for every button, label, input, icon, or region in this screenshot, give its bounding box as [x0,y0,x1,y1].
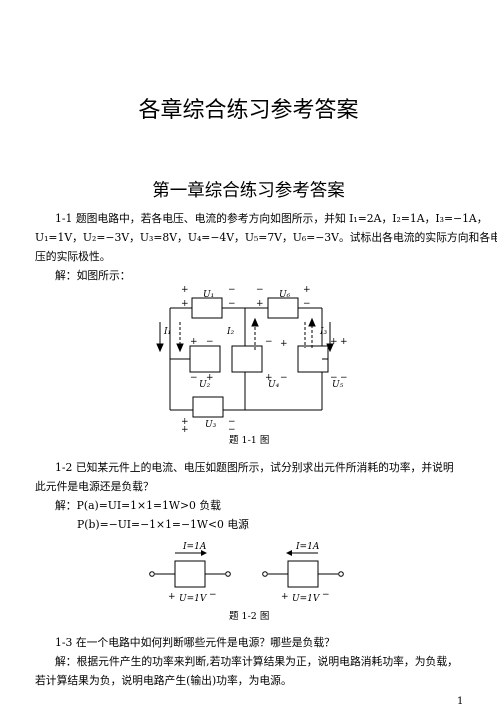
svg-text:+: + [256,299,264,309]
svg-text:+: + [168,592,176,602]
svg-text:+: + [181,417,189,427]
label-u1: U₁ [203,290,214,300]
figure-1-1-caption: 题 1-1 图 [229,435,270,446]
svg-text:−: − [206,337,214,347]
current-label-a: I=1A [182,542,207,552]
page-title: 各章综合练习参考答案 [138,98,359,123]
svg-text:−: − [280,373,288,383]
figure-1-2-caption: 题 1-2 图 [229,611,270,622]
element-u1-box [191,297,223,319]
label-u5: U₅ [332,380,344,390]
label-i3: I₃ [319,327,328,337]
svg-text:−: − [190,373,198,383]
svg-text:+: + [206,373,214,383]
q3-line-1: 1-3 在一个电路中如何判断哪些元件是电源？哪些是负载？ [55,636,335,649]
element-u2-box [189,345,221,373]
label-i2: I₂ [226,327,235,337]
voltage-label-a: U=1V [179,594,208,604]
svg-text:+: + [181,425,189,435]
svg-text:−: − [228,299,236,309]
current-arrow-a [201,550,207,556]
q1-answer: 解：如图所示： [55,269,131,282]
svg-text:+: + [281,592,289,602]
svg-text:+: + [190,337,198,347]
svg-text:−: − [265,337,273,347]
current-label-b: I=1A [295,542,320,552]
q2-answer-b: P(b)=−UI=−1×1=−1W<0 电源 [77,518,249,531]
svg-text:+: + [280,339,288,349]
element-u6-box [267,297,299,319]
element-u3-box [192,396,224,418]
q2-line-2: 此元件是电源还是负载？ [35,480,154,493]
svg-text:+: + [181,299,189,309]
q3-line-3: 若计算结果为负，说明电路产生(输出)功率，为电源。 [35,674,292,687]
label-i1: I₁ [163,327,171,337]
label-u4: U₄ [268,380,280,390]
svg-text:+: + [330,337,338,347]
q1-line-3: 压的实际极性。 [35,250,111,263]
page-number: 1 [457,696,464,707]
svg-text:−: − [228,425,236,435]
element-a-box [174,560,206,588]
label-u6: U₆ [279,290,291,300]
label-u3: U₃ [205,420,217,430]
svg-text:+: + [265,373,273,383]
svg-text:−: − [256,285,264,295]
q1-line-1: 1-1 题图电路中，若各电压、电流的参考方向如图所示，并知 I₁=2A，I₂=1… [55,212,488,225]
svg-text:−: − [322,590,330,600]
q2-line-1: 1-2 已知某元件上的电流、电压如题图所示，试分别求出元件所消耗的功率，并说明 [55,461,454,474]
element-b-box [287,560,319,588]
svg-text:+: + [181,285,189,295]
q1-line-2: U₁=1V，U₂=−3V，U₃=8V，U₄=−4V，U₅=7V，U₆=−3V。试… [35,231,497,244]
svg-text:−: − [228,285,236,295]
svg-text:−: − [330,373,338,383]
svg-text:−: − [209,590,217,600]
svg-text:−: − [303,299,311,309]
element-u4-box [231,345,263,373]
voltage-label-b: U=1V [292,594,321,604]
svg-text:−: − [340,373,348,383]
svg-text:+: + [340,337,348,347]
label-u2: U₂ [199,380,211,390]
svg-text:+: + [303,285,311,295]
chapter-title: 第一章综合练习参考答案 [152,181,345,201]
svg-text:−: − [228,417,236,427]
current-arrow-b [286,550,292,556]
q3-line-2: 解：根据元件产生的功率来判断,若功率计算结果为正，说明电路消耗功率，为负载， [55,655,458,668]
q2-answer-a: 解：P(a)=UI=1×1=1W>0 负载 [55,499,221,512]
